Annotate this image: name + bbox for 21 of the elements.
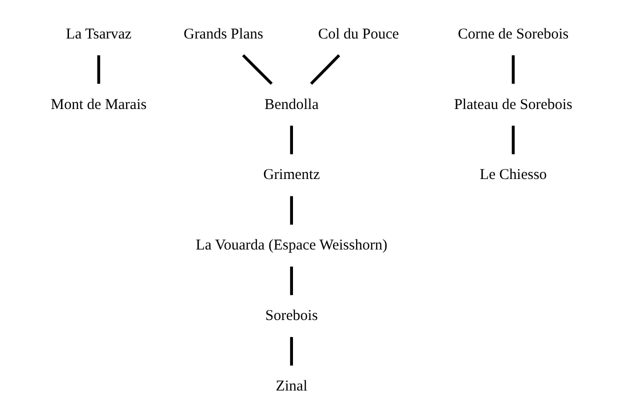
- connector: [290, 266, 292, 295]
- node-text: Plateau de Sorebois: [454, 96, 572, 112]
- node-text: Zinal: [275, 378, 307, 394]
- connector: [290, 196, 292, 224]
- node-text: Grimentz: [262, 166, 320, 183]
- node-text: La Vouarda (Espace Weisshorn): [195, 237, 387, 254]
- node-text: Sorebois: [264, 308, 318, 324]
- connector: [511, 54, 514, 84]
- connector: [511, 125, 514, 154]
- node-text: Bendolla: [264, 96, 318, 112]
- connector: [96, 54, 100, 84]
- connector: [242, 54, 272, 84]
- connector: [290, 336, 292, 366]
- node-text: Corne de Sorebois: [457, 26, 568, 42]
- node-text: Grands Plans: [183, 26, 263, 42]
- node-text: La Tsarvaz: [65, 26, 132, 42]
- connector: [310, 54, 340, 84]
- node-text: Col du Pouce: [318, 26, 398, 42]
- node-text: Mont de Marais: [50, 96, 146, 112]
- connector: [290, 125, 292, 154]
- node-text: Le Chiesso: [479, 166, 546, 183]
